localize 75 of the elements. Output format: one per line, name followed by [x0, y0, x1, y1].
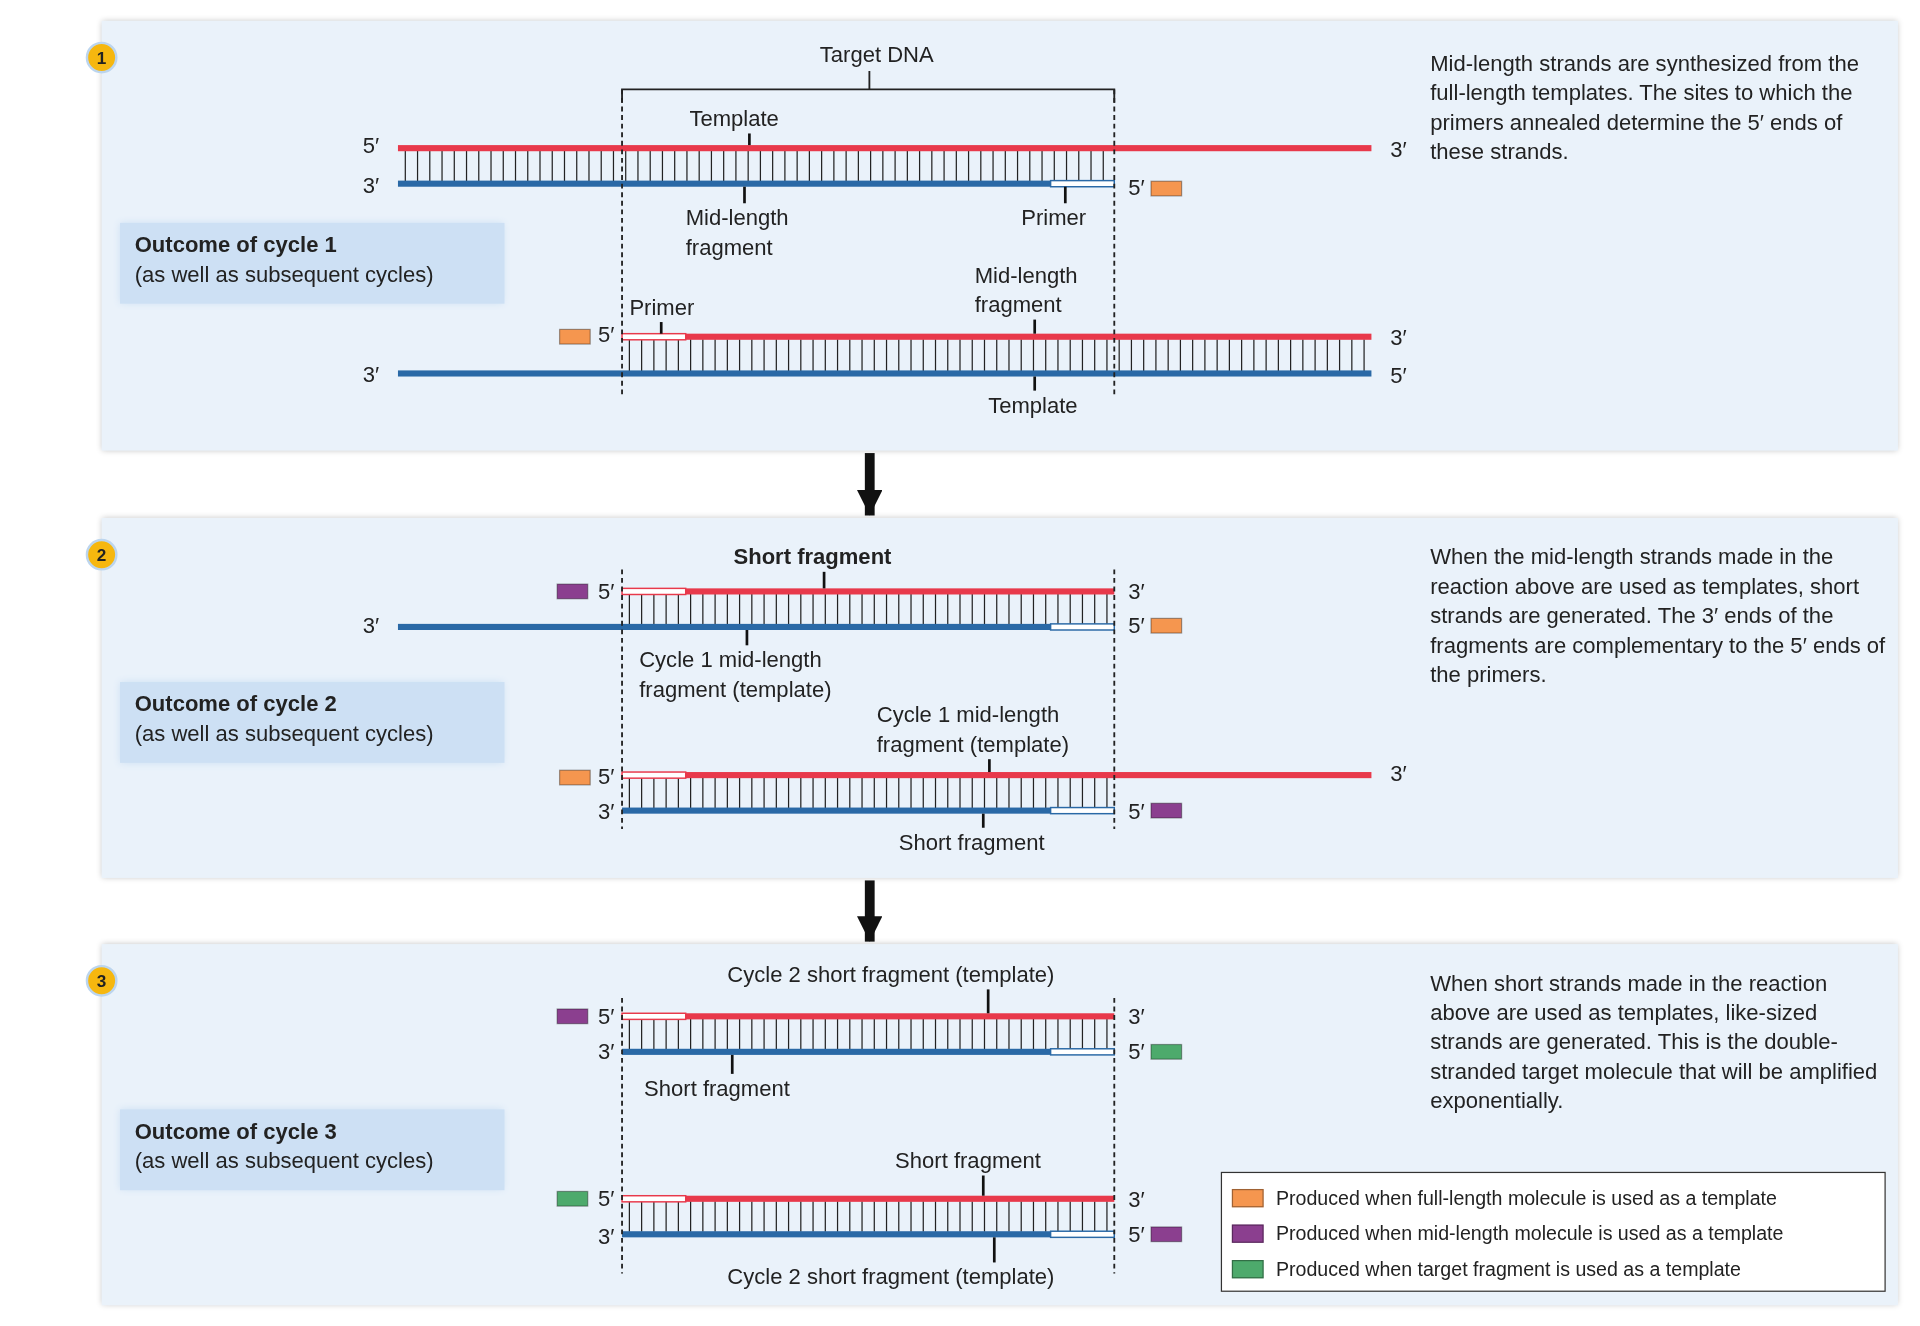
leader-line — [730, 1054, 734, 1074]
strand-end-label: 3′ — [362, 613, 380, 638]
strand-end-label: 3′ — [362, 362, 380, 387]
legend-text: Produced when mid-length molecule is used as a template — [1275, 1222, 1784, 1245]
leader-line — [1033, 319, 1037, 334]
leader-line — [822, 571, 826, 589]
legend-text: Produced when target fragment is used as a template — [1275, 1258, 1741, 1281]
strand-end-label: 5′ — [597, 764, 615, 789]
strand-label: Primer — [1021, 203, 1107, 233]
outcome-note: (as well as subsequent cycles) — [134, 1147, 435, 1176]
outcome-heading: Outcome of cycle 1 — [134, 231, 338, 260]
strand-end-label: 5′ — [597, 1186, 615, 1211]
strand-end-label: 5′ — [1128, 175, 1145, 200]
strand-label: Short fragment — [644, 1073, 828, 1104]
strand-label: Template — [689, 104, 812, 134]
down-arrow — [857, 880, 883, 942]
strand-end-label: 5′ — [1128, 613, 1145, 638]
strand-label: Short fragment — [895, 1146, 1079, 1176]
outcome-note: (as well as subsequent cycles) — [134, 720, 435, 748]
leader-line — [659, 322, 663, 334]
step-number: 3 — [85, 964, 118, 997]
description-text: When the mid-length strands made in the reaction above are used as templates, short strands are generated. The 3′ ends of the fragments are complementary to the 5′ ends of the primers. — [1430, 543, 1887, 689]
strand-end-label: 5′ — [597, 579, 615, 604]
leader-line — [743, 186, 746, 204]
strand-label: Mid-length fragment — [974, 260, 1110, 320]
strand-label: Template — [988, 390, 1111, 420]
outcome-box — [120, 1109, 505, 1191]
strand-label: Cycle 1 mid-length fragment (template) — [876, 700, 1116, 760]
strand-end-label: 5′ — [1128, 1039, 1145, 1065]
strand-end-label: 3′ — [597, 799, 615, 825]
strand-end-label: 3′ — [1128, 1004, 1145, 1029]
leader-line — [1033, 376, 1037, 391]
strand-end-label: 3′ — [1128, 579, 1145, 604]
leader-line — [981, 1175, 985, 1196]
strand-end-label: 5′ — [597, 322, 615, 347]
strand-end-label: 3′ — [1390, 761, 1407, 787]
strand-label: Primer — [629, 292, 716, 323]
strand-label: Short fragment — [733, 542, 930, 572]
outcome-box — [120, 682, 505, 763]
leader-line — [1063, 186, 1067, 204]
step-number: 1 — [85, 41, 118, 74]
bracket-label: Target DNA — [819, 42, 934, 68]
strand-end-label: 3′ — [597, 1039, 615, 1065]
description-text: Mid-length strands are synthesized from the full-length templates. The sites to which the primers annealed determine the 5′ ends of these strands. — [1430, 50, 1860, 167]
down-arrow — [857, 453, 883, 516]
strand-end-label: 5′ — [597, 1004, 615, 1029]
outcome-note: (as well as subsequent cycles) — [134, 261, 435, 289]
outcome-box — [120, 222, 505, 304]
strand-end-label: 3′ — [362, 173, 380, 199]
leader-line — [986, 989, 990, 1014]
outcome-heading: Outcome of cycle 3 — [134, 1118, 338, 1146]
leader-line — [988, 759, 991, 773]
strand-label: Cycle 2 short fragment (template) — [727, 1262, 1132, 1292]
leader-line — [992, 1237, 996, 1263]
strand-end-label: 3′ — [597, 1224, 615, 1249]
strand-label: Cycle 1 mid-length fragment (template) — [639, 645, 878, 705]
strand-label: Short fragment — [898, 827, 1083, 858]
dna-duplex-drawing — [622, 1012, 1115, 1056]
dna-duplex-drawing — [622, 1195, 1115, 1238]
step-number: 2 — [85, 538, 118, 571]
outcome-heading: Outcome of cycle 2 — [134, 690, 338, 719]
leader-line — [748, 133, 751, 146]
leader-line — [745, 630, 749, 646]
legend-text: Produced when full-length molecule is used as a template — [1275, 1187, 1777, 1210]
strand-end-label: 3′ — [1128, 1187, 1145, 1213]
leader-line — [981, 813, 985, 828]
strand-end-label: 5′ — [1390, 363, 1407, 389]
strand-end-label: 3′ — [1390, 137, 1407, 162]
strand-end-label: 5′ — [1128, 1222, 1145, 1247]
strand-label: Cycle 2 short fragment (template) — [727, 960, 1132, 990]
strand-end-label: 5′ — [362, 133, 380, 158]
strand-end-label: 3′ — [1390, 325, 1407, 351]
strand-label: Mid-length fragment — [685, 203, 821, 263]
description-text: When short strands made in the reaction above are used as templates, like-sized strands are generated. This is the double-stranded target molecule that will be amplified exponentially. — [1430, 970, 1879, 1116]
strand-end-label: 5′ — [1128, 799, 1145, 825]
